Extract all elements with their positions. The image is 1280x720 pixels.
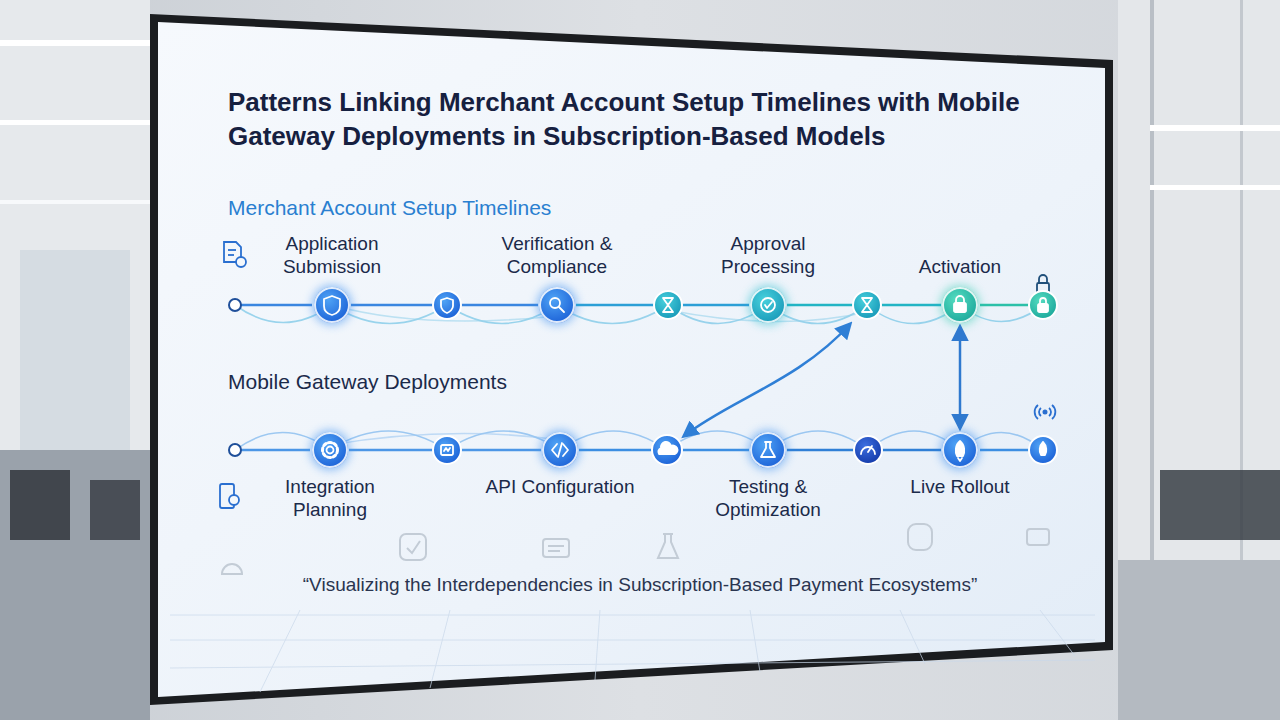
timeline-connector: [349, 449, 541, 452]
diagram-caption: “Visualizing the Interdependencies in Su…: [200, 574, 1080, 596]
stage-label: Testing & Optimization: [693, 476, 843, 522]
diagram-title: Patterns Linking Merchant Account Setup …: [228, 86, 1088, 154]
stage-label: Approval Processing: [693, 233, 843, 279]
stage-label: Verification & Compliance: [482, 233, 632, 279]
timeline-stage: Integration Planning: [312, 432, 348, 468]
timeline-stage: Verification & Compliance: [539, 287, 575, 323]
timeline-stage: Application Submission: [314, 287, 350, 323]
section-label: Merchant Account Setup Timelines: [228, 196, 551, 220]
timeline-stage: API Configuration: [542, 432, 578, 468]
stage-label: Activation: [885, 256, 1035, 279]
stage-label: Live Rollout: [885, 476, 1035, 499]
timeline-stage: Activation: [942, 287, 978, 323]
timeline-connector: [959, 327, 962, 428]
stage-label: Integration Planning: [255, 476, 405, 522]
timeline-stage: Testing & Optimization: [750, 432, 786, 468]
timeline-stage: Approval Processing: [750, 287, 786, 323]
section-label: Mobile Gateway Deployments: [228, 370, 507, 394]
stage-label: Application Submission: [257, 233, 407, 279]
stage-label: API Configuration: [485, 476, 635, 499]
timeline-stage: Live Rollout: [942, 432, 978, 468]
